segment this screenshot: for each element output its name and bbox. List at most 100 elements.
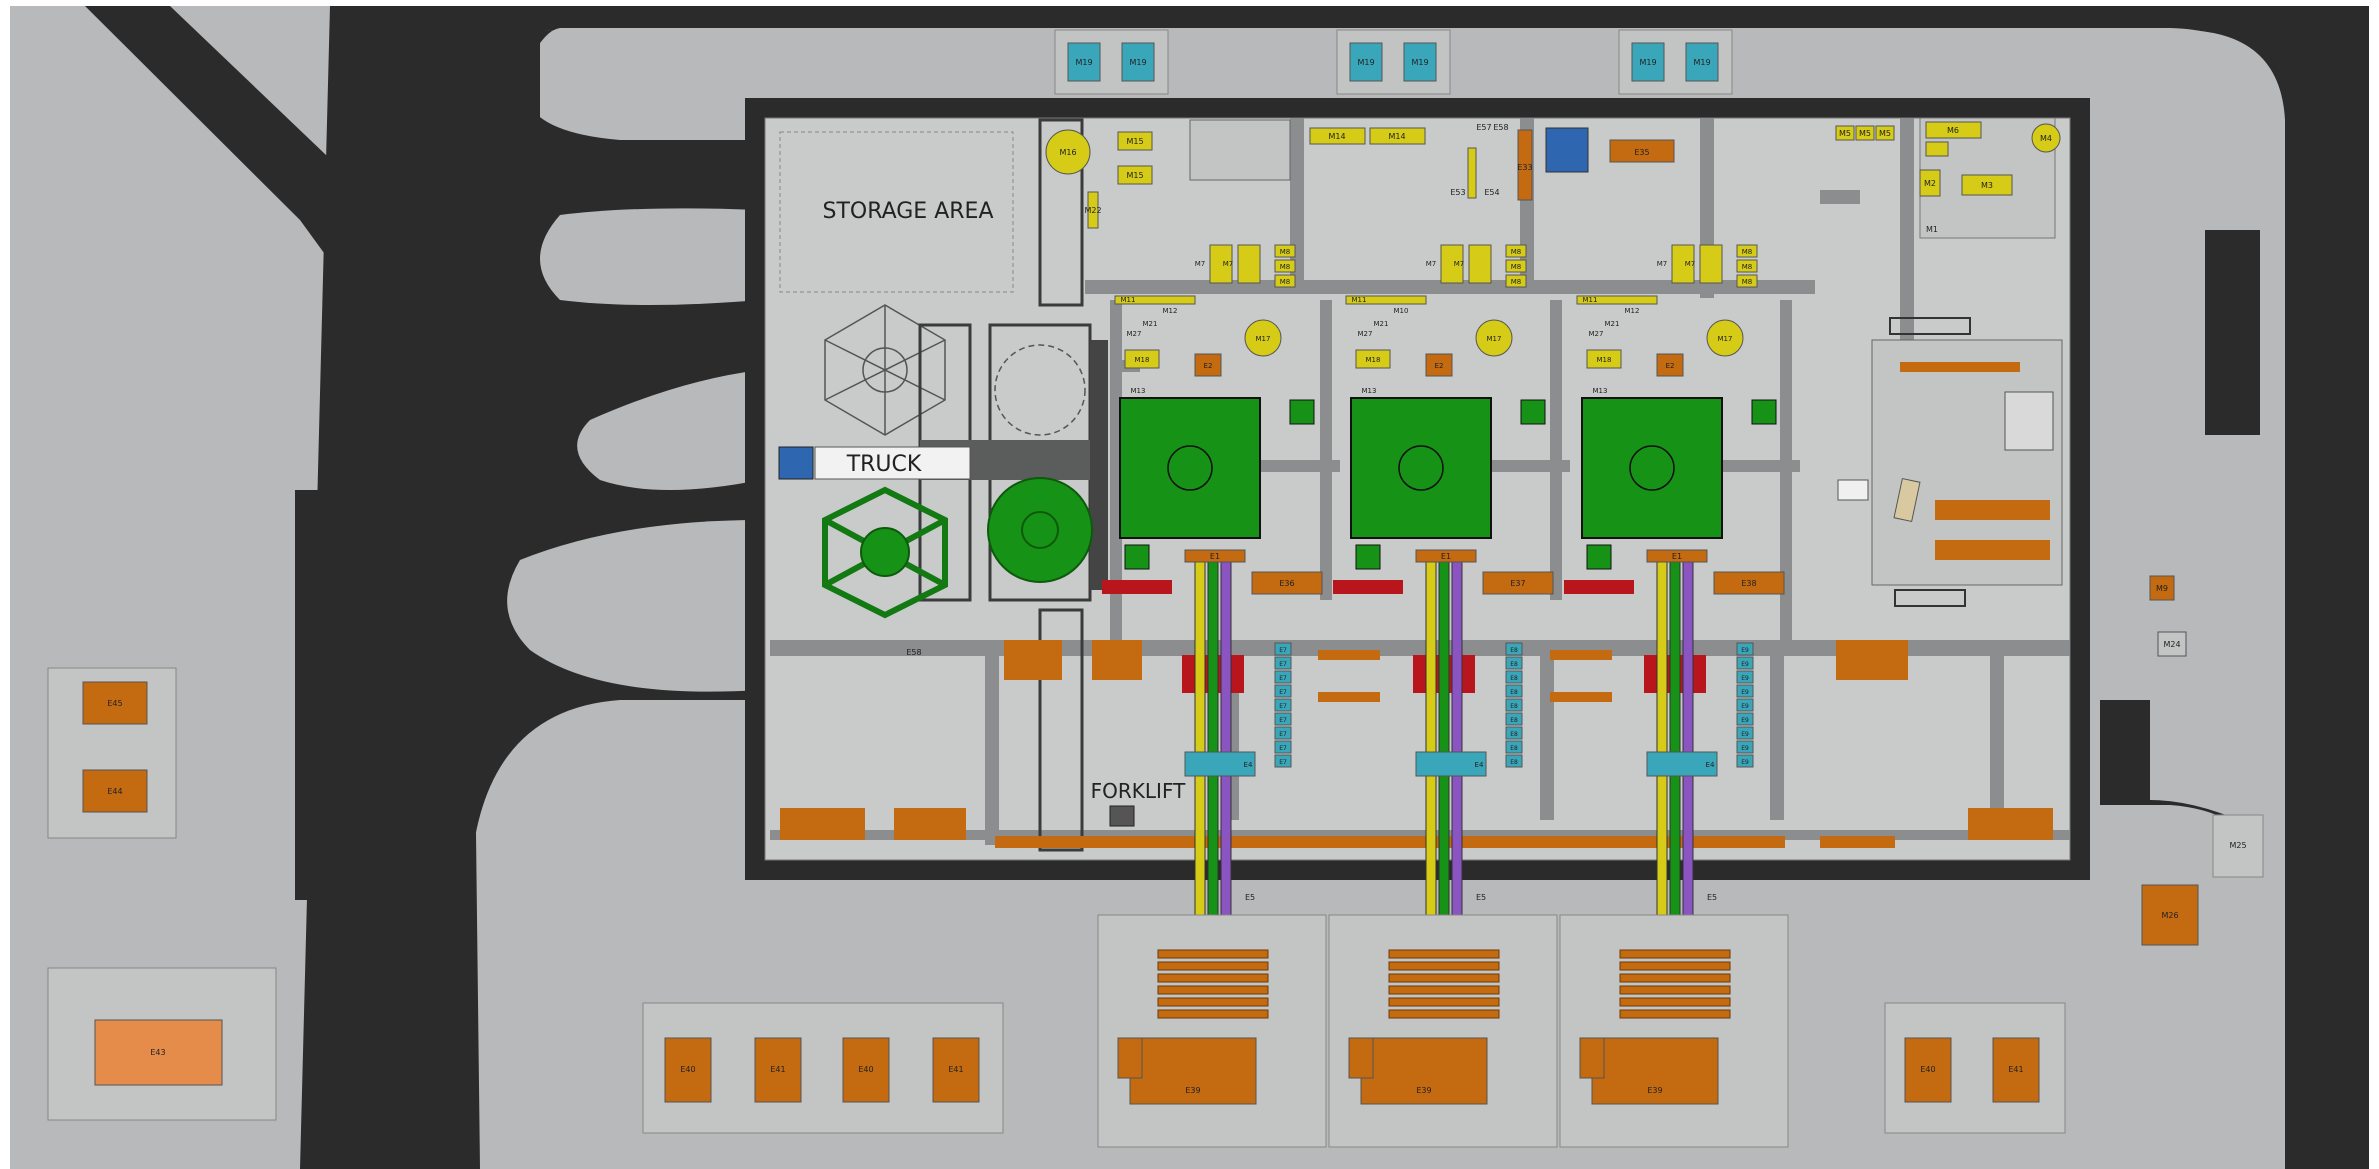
yard-box <box>1904 1037 1952 1103</box>
tag: E9 <box>1741 675 1749 682</box>
forklift-label: FORKLIFT <box>1091 779 1186 803</box>
yard-box <box>82 681 148 725</box>
tag: M27 <box>1589 330 1604 338</box>
tag: E8 <box>1510 647 1518 654</box>
tank-m16 <box>1045 129 1091 175</box>
blue-unit <box>1545 127 1589 173</box>
tank-m4 <box>2031 123 2061 153</box>
tag: M18 <box>1135 356 1150 364</box>
monitor-cell <box>1505 656 1523 670</box>
tag: M8 <box>1511 248 1522 256</box>
box-m6 <box>1925 121 1982 139</box>
tag: E53 <box>1450 188 1465 197</box>
rail-column <box>1090 340 1108 590</box>
yard-box <box>754 1037 802 1103</box>
yard-box <box>842 1037 890 1103</box>
cyan-module <box>1349 42 1383 82</box>
box-m8 <box>1505 259 1527 273</box>
tag: E9 <box>1741 703 1749 710</box>
tag: M5 <box>1879 129 1891 138</box>
monitor-cell <box>1274 684 1292 698</box>
box-m11 <box>1114 295 1196 305</box>
forklift <box>1109 805 1135 827</box>
tag: M13 <box>1362 387 1377 395</box>
reactor-aux <box>1124 544 1150 570</box>
monitor-cell <box>1274 740 1292 754</box>
bottom-aux <box>1117 1037 1143 1079</box>
tag: E9 <box>1741 647 1749 654</box>
tag: E40 <box>680 1065 695 1074</box>
bottom-aux <box>1579 1037 1605 1079</box>
box-m18 <box>1586 349 1622 369</box>
alarm-bar <box>1564 580 1634 594</box>
storage-area-label: STORAGE AREA <box>822 199 993 224</box>
tag: M9 <box>2156 584 2168 593</box>
monitor-cell <box>1505 754 1523 768</box>
reactor <box>1119 397 1261 539</box>
yard-box <box>664 1037 712 1103</box>
tag: M8 <box>1742 248 1753 256</box>
tag: E8 <box>1510 675 1518 682</box>
tag: M12 <box>1625 307 1640 315</box>
tag: M18 <box>1597 356 1612 364</box>
tag: M5 <box>1839 129 1851 138</box>
right-rooms <box>1837 317 2063 607</box>
tag: M15 <box>1126 137 1143 146</box>
tag: M13 <box>1131 387 1146 395</box>
tag: E9 <box>1741 689 1749 696</box>
rack-row <box>1157 949 1269 959</box>
tag: M17 <box>1718 335 1733 343</box>
monitor-cell <box>1274 726 1292 740</box>
tag: M11 <box>1121 296 1136 304</box>
cyan-module <box>1403 42 1437 82</box>
monitor-cell <box>1736 726 1754 740</box>
monitor-cell <box>1736 712 1754 726</box>
box-e2 <box>1194 353 1222 377</box>
monitor-cell <box>1505 726 1523 740</box>
tag: E9 <box>1741 661 1749 668</box>
pad-upper <box>540 65 760 130</box>
reactor-aux <box>1289 399 1315 425</box>
tag: M3 <box>1981 181 1993 190</box>
box-m18 <box>1124 349 1160 369</box>
tag: M7 <box>1657 260 1668 268</box>
rack-row <box>1388 997 1500 1007</box>
box-m8 <box>1274 259 1296 273</box>
monitor-cell <box>1736 642 1754 656</box>
tag: E58 <box>906 648 921 657</box>
tag: E7 <box>1279 731 1287 738</box>
tag: E7 <box>1279 703 1287 710</box>
box-m22 <box>1087 191 1099 229</box>
right-tag-box <box>2212 814 2264 878</box>
left-tank <box>1482 571 1554 595</box>
tag: M25 <box>2229 841 2246 850</box>
box-m5b <box>1855 125 1875 141</box>
rack-row <box>1157 1009 1269 1019</box>
tag: M7 <box>1195 260 1206 268</box>
tag: E4 <box>1475 761 1484 769</box>
tag: M18 <box>1366 356 1381 364</box>
box-m7 <box>1237 244 1261 284</box>
alarm-bar <box>1102 580 1172 594</box>
tag: M2 <box>1924 179 1936 188</box>
tag: E5 <box>1245 893 1255 902</box>
box-m5c <box>1875 125 1895 141</box>
left-tank <box>1251 571 1323 595</box>
tag: E8 <box>1510 731 1518 738</box>
tag: M17 <box>1487 335 1502 343</box>
tag: E2 <box>1666 362 1675 370</box>
left-bay-road <box>470 40 540 300</box>
monitor-cell <box>1505 740 1523 754</box>
rack-row <box>1619 949 1731 959</box>
box-m7 <box>1468 244 1492 284</box>
tag: M7 <box>1685 260 1696 268</box>
bottom-tank <box>1591 1037 1719 1105</box>
monitor-cell <box>1274 670 1292 684</box>
tag: M8 <box>1511 278 1522 286</box>
tag: M5 <box>1859 129 1871 138</box>
tag: E8 <box>1510 745 1518 752</box>
storage-area-zone <box>779 131 1014 293</box>
